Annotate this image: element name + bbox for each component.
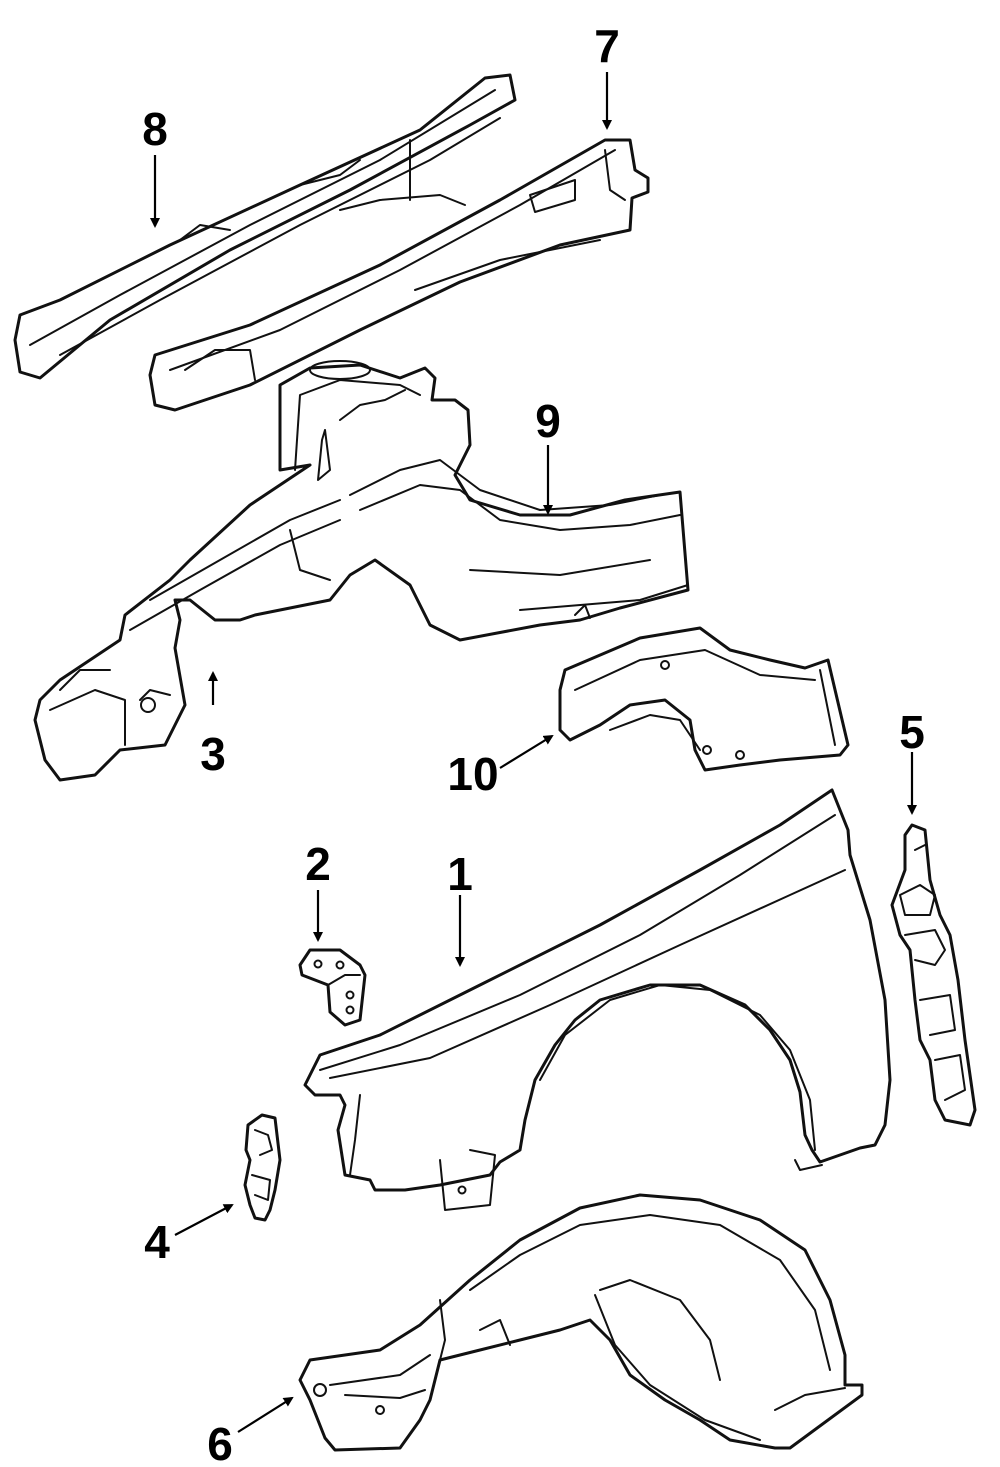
callout-7: 7 [594,20,620,72]
part-6-fender-liner[interactable] [298,1193,864,1452]
leader-10 [499,734,554,769]
leader-4 [174,1204,234,1236]
callout-4: 4 [144,1216,170,1268]
part-7-upper-rail[interactable] [148,138,650,412]
callout-1: 1 [447,848,473,900]
callout-6: 6 [207,1418,233,1467]
part-2-bracket[interactable] [298,948,367,1027]
callout-2: 2 [305,838,331,890]
callout-9: 9 [535,395,561,447]
callout-5: 5 [899,706,925,758]
callout-8: 8 [142,103,168,155]
part-9-apron-assembly[interactable] [33,360,690,782]
part-4-bracket[interactable] [243,1113,282,1222]
part-10-wheelhouse-panel[interactable] [558,626,850,772]
callout-3: 3 [200,728,226,780]
callout-10: 10 [447,748,498,800]
part-1-fender[interactable] [303,788,892,1211]
part-5-support[interactable] [890,823,977,1127]
part-8-upper-rail[interactable] [13,73,517,380]
leader-6 [237,1396,294,1433]
